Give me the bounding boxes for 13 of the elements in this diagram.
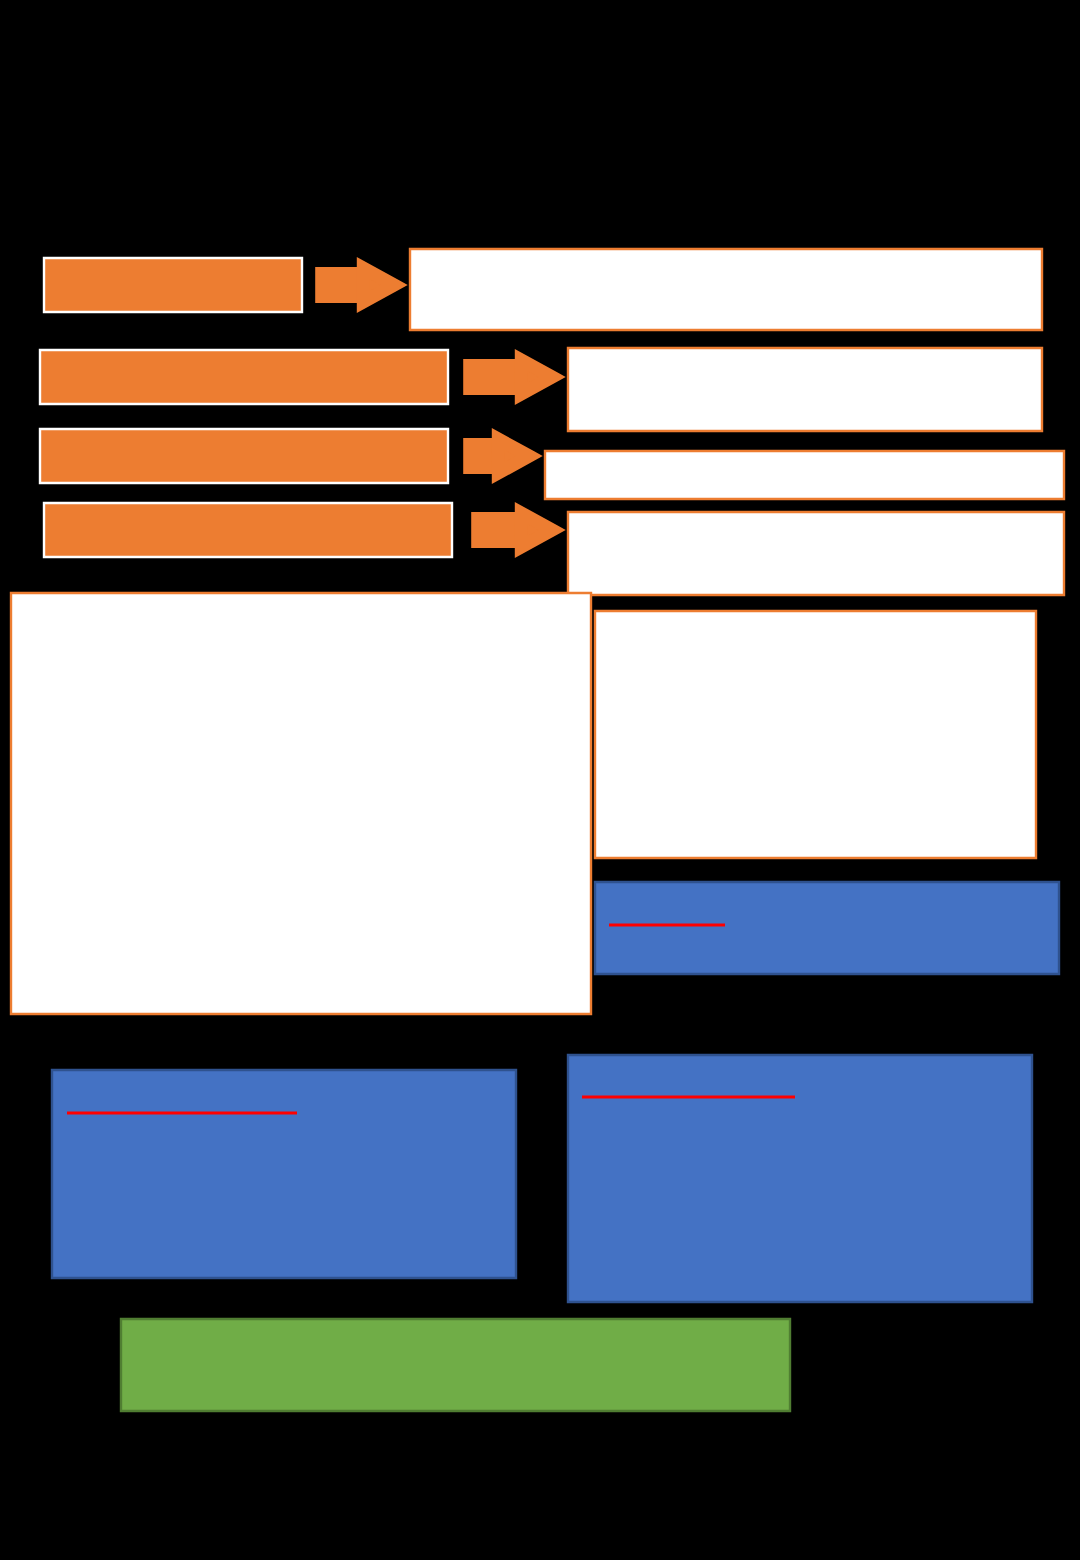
info-box (593, 880, 1061, 976)
process-box (38, 427, 450, 485)
process-box (42, 256, 304, 314)
info-box (50, 1068, 518, 1280)
info-box (566, 1053, 1034, 1304)
text-box (543, 449, 1066, 501)
text-box (593, 609, 1038, 860)
text-box (566, 510, 1066, 597)
process-box (42, 501, 454, 559)
process-box (38, 348, 450, 406)
text-box (566, 346, 1044, 433)
note-box (119, 1317, 792, 1413)
text-box (408, 247, 1044, 332)
